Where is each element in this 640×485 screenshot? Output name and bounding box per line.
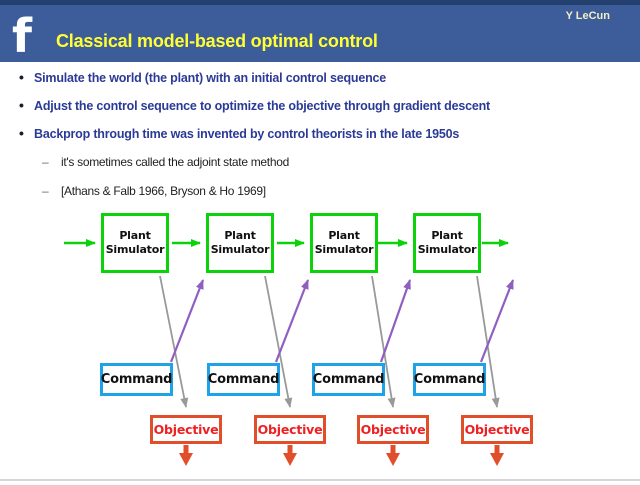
facebook-logo-icon: f bbox=[12, 9, 33, 63]
dash-marker-icon: – bbox=[42, 184, 49, 198]
header-bar: f Classical model-based optimal control … bbox=[0, 5, 640, 62]
command-box: Command bbox=[207, 363, 280, 396]
state-to-objective-arrow bbox=[159, 275, 189, 408]
plant-simulator-box: Plant Simulator bbox=[101, 213, 169, 273]
command-label: Command bbox=[413, 372, 486, 387]
dash-marker-icon: – bbox=[42, 155, 49, 169]
sub-bullet-text: [Athans & Falb 1966, Bryson & Ho 1969] bbox=[61, 184, 266, 198]
plant-simulator-box: Plant Simulator bbox=[206, 213, 274, 273]
plant-simulator-label: Plant Simulator bbox=[210, 228, 270, 256]
author-byline: Y LeCun bbox=[565, 10, 610, 22]
header-top-strip bbox=[0, 0, 640, 5]
state-to-objective-arrow bbox=[371, 275, 396, 408]
command-label: Command bbox=[207, 372, 280, 387]
command-to-plant-arrow bbox=[169, 279, 205, 363]
sub-bullet-text: it's sometimes called the adjoint state … bbox=[61, 155, 289, 169]
objective-box: Objective bbox=[357, 415, 429, 444]
command-to-plant-arrow bbox=[479, 279, 515, 363]
objective-box: Objective bbox=[254, 415, 326, 444]
state-to-objective-arrow bbox=[264, 275, 293, 408]
bullet-text: Simulate the world (the plant) with an i… bbox=[34, 71, 387, 85]
objective-box: Objective bbox=[461, 415, 533, 444]
bullet-text: Backprop through time was invented by co… bbox=[34, 127, 460, 141]
plant-simulator-box: Plant Simulator bbox=[310, 213, 378, 273]
bullet-dot-icon: • bbox=[19, 97, 24, 113]
objective-label: Objective bbox=[153, 422, 219, 437]
bullet-dot-icon: • bbox=[19, 69, 24, 85]
bottom-divider bbox=[0, 479, 640, 481]
command-to-plant-arrow bbox=[379, 279, 412, 363]
command-box: Command bbox=[312, 363, 385, 396]
objective-label: Objective bbox=[464, 422, 530, 437]
objective-box: Objective bbox=[150, 415, 222, 444]
bullet-text: Adjust the control sequence to optimize … bbox=[34, 99, 490, 113]
slide-title: Classical model-based optimal control bbox=[56, 31, 378, 51]
command-label: Command bbox=[100, 372, 173, 387]
command-label: Command bbox=[312, 372, 385, 387]
plant-simulator-box: Plant Simulator bbox=[413, 213, 481, 273]
objective-label: Objective bbox=[360, 422, 426, 437]
bullet-dot-icon: • bbox=[19, 125, 24, 141]
command-box: Command bbox=[100, 363, 173, 396]
command-to-plant-arrow bbox=[274, 279, 310, 363]
plant-simulator-label: Plant Simulator bbox=[417, 228, 477, 256]
state-to-objective-arrow bbox=[476, 275, 500, 408]
plant-simulator-label: Plant Simulator bbox=[314, 228, 374, 256]
plant-simulator-label: Plant Simulator bbox=[105, 228, 165, 256]
objective-label: Objective bbox=[257, 422, 323, 437]
command-box: Command bbox=[413, 363, 486, 396]
